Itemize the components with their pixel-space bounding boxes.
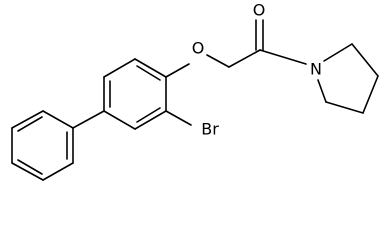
bond-biaryl — [72, 110, 105, 129]
bond-pyr-5 — [317, 79, 327, 103]
bond-ph-double-3 — [17, 159, 43, 175]
bond-ring-3 — [134, 58, 167, 78]
bond-pyr-2 — [351, 43, 379, 77]
bond-ph-4 — [11, 162, 44, 181]
bond-ph-6 — [11, 110, 44, 129]
bond-pyr-1 — [323, 43, 353, 62]
bond-ring-6 — [103, 110, 136, 130]
nitrogen-label: N — [310, 60, 322, 79]
bromine-label: Br — [201, 120, 219, 139]
bond-pyr-3 — [362, 75, 379, 114]
bond-ar-o — [165, 63, 190, 78]
chemical-structure-diagram: Br O O N — [11, 1, 379, 181]
bond-ph-3 — [42, 162, 74, 181]
structure-canvas: Br O O N — [11, 0, 379, 181]
pyrrolidine-ring — [317, 43, 379, 114]
bond-o-ch2 — [206, 54, 230, 68]
bond-ch2-carbonyl — [228, 49, 261, 68]
bond-ring-double-3 — [136, 107, 161, 123]
bond-pyr-4 — [325, 101, 364, 114]
bond-ring-5 — [134, 110, 167, 130]
carbonyl-oxygen-label: O — [253, 1, 266, 20]
bond-ph-double-1 — [17, 116, 43, 132]
bond-ring-2 — [103, 58, 136, 78]
bond-ph-1 — [42, 110, 74, 129]
bond-ring-double-2 — [136, 65, 161, 81]
phenyl-ring — [11, 110, 74, 181]
bond-c-br — [165, 110, 192, 126]
bromophenyl-ring — [103, 58, 167, 130]
ether-oxygen-label: O — [192, 39, 205, 58]
bond-c-n — [259, 49, 307, 65]
